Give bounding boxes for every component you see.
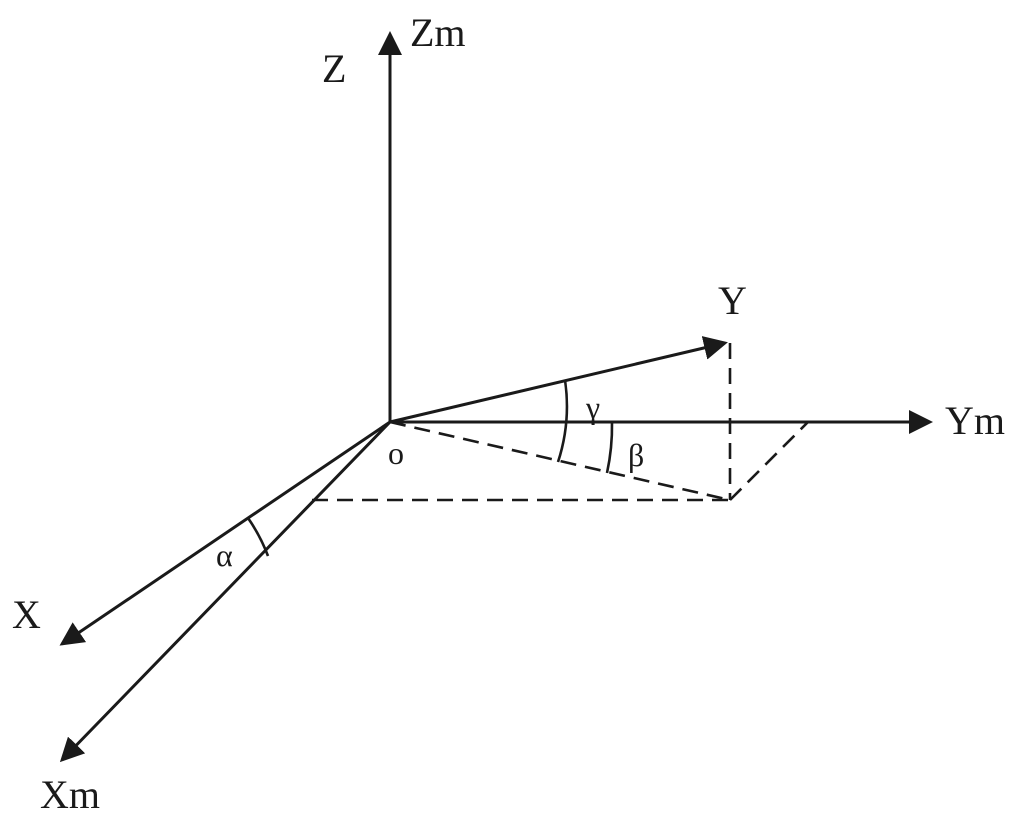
x-label: X — [12, 592, 41, 637]
beta-label: β — [628, 437, 644, 473]
projection-diagonal — [729, 421, 809, 501]
zm-label: Zm — [410, 10, 466, 55]
ym-label: Ym — [945, 398, 1005, 443]
alpha-arc — [246, 517, 270, 557]
origin-label: o — [388, 435, 404, 471]
gamma-arc — [556, 379, 569, 463]
y-label: Y — [718, 278, 747, 323]
y-vector — [389, 336, 728, 424]
projection-to-origin — [389, 420, 731, 502]
beta-arc — [605, 421, 614, 474]
gamma-label: γ — [585, 389, 600, 425]
z-label: Z — [322, 46, 346, 91]
alpha-label: α — [216, 537, 233, 573]
xm-axis — [59, 420, 392, 763]
xm-label: Xm — [40, 772, 100, 817]
x-axis — [59, 420, 391, 646]
